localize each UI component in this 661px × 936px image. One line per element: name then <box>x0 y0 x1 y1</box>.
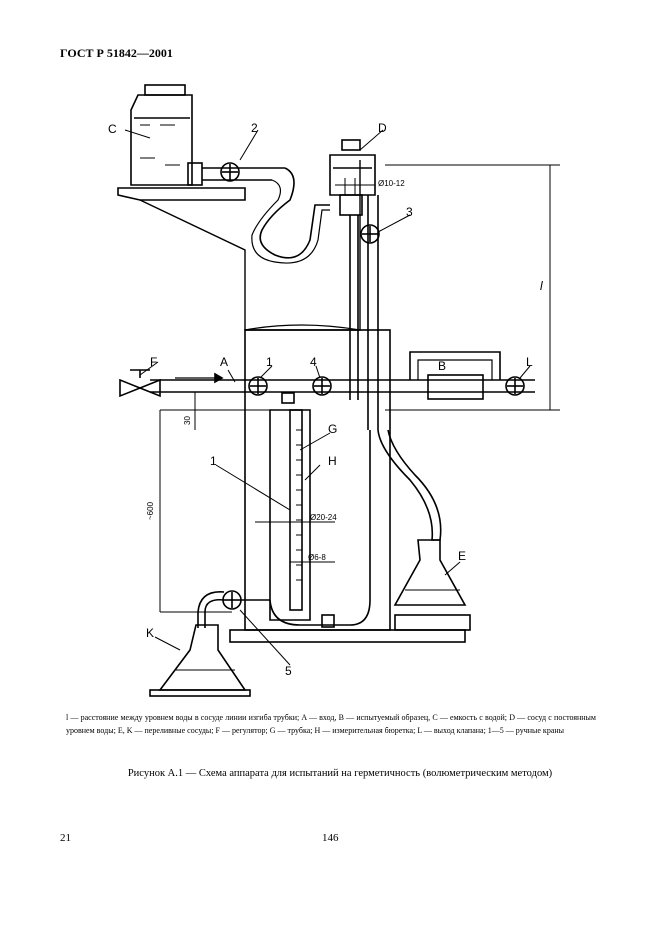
dim-600: ~600 <box>146 501 155 520</box>
label-g: G <box>328 422 337 436</box>
label-3: 3 <box>406 205 413 219</box>
label-2: 2 <box>251 121 258 135</box>
figure-caption: Рисунок А.1 — Схема аппарата для испытан… <box>127 768 553 779</box>
page-left-number: 21 <box>60 832 71 844</box>
vessel-c <box>130 84 193 186</box>
page-number: 146 <box>322 832 339 844</box>
label-b: B <box>438 359 446 373</box>
label-4: 4 <box>310 355 317 369</box>
label-a: A <box>220 355 228 369</box>
label-c: C <box>108 122 117 136</box>
standard-header: ГОСТ Р 51842—2001 <box>60 46 173 60</box>
figure-legend: l — расстояние между уровнем воды в сосу… <box>66 713 596 735</box>
dim-d10: Ø10-12 <box>378 179 405 188</box>
label-e: E <box>458 549 466 563</box>
label-l-distance: l <box>540 279 543 293</box>
dim-d6: Ø6-8 <box>308 553 326 562</box>
label-f: F <box>150 355 157 369</box>
label-5: 5 <box>285 664 292 678</box>
label-1: 1 <box>266 355 273 369</box>
label-k: K <box>146 626 154 640</box>
dim-30: 30 <box>183 416 192 425</box>
label-1-callout: 1 <box>210 454 217 468</box>
label-d: D <box>378 121 387 135</box>
dim-d20: Ø20-24 <box>310 513 337 522</box>
label-h: H <box>328 454 337 468</box>
label-l-outlet: L <box>526 355 533 369</box>
apparatus-diagram: C 2 D 3 l F A 1 4 B L G H 1 E K 5 Ø10-12… <box>108 84 560 697</box>
